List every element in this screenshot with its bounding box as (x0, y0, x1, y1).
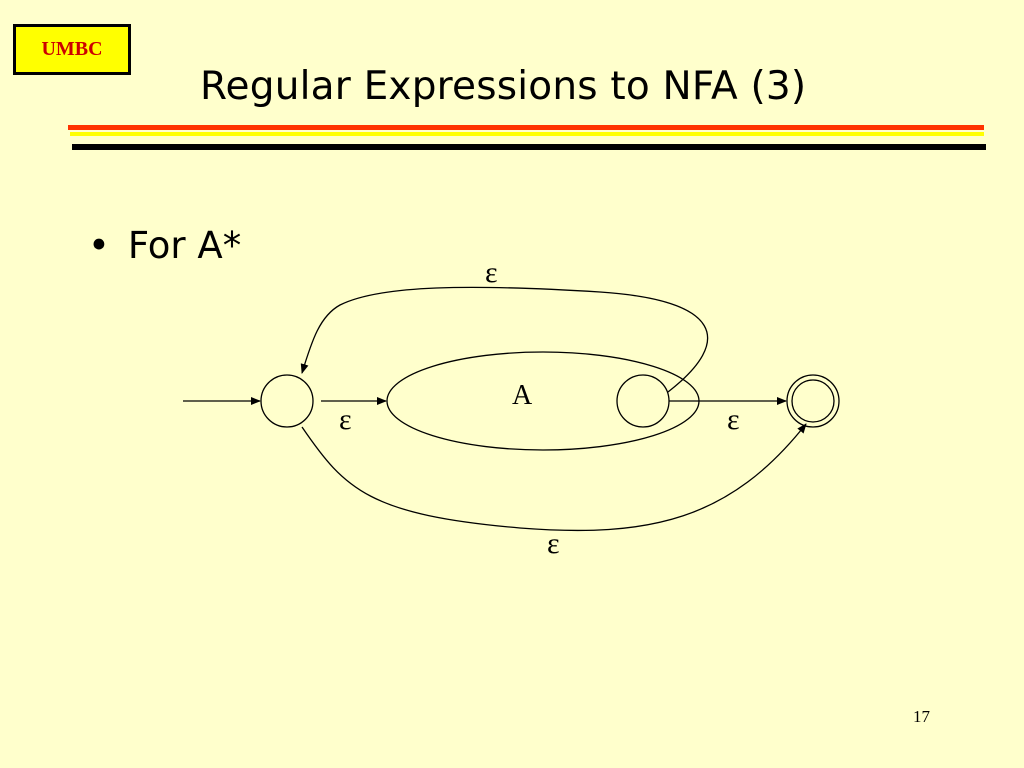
bullet-marker: • (88, 224, 110, 267)
bullet-item: • For A* (88, 224, 241, 267)
edge-loop-back (300, 286, 709, 393)
label-inner-to-accept: ε (727, 403, 740, 436)
title-rule-black (72, 144, 986, 150)
label-loop-back: ε (485, 256, 498, 289)
inner-nfa-ellipse (386, 351, 700, 451)
label-start-to-inner: ε (339, 403, 352, 436)
accept-state-inner (791, 379, 835, 423)
slide-title: Regular Expressions to NFA (3) (200, 64, 807, 109)
bullet-text: For A* (127, 224, 242, 267)
edge-skip (301, 423, 807, 532)
label-skip: ε (547, 527, 560, 560)
accept-state-outer (786, 374, 840, 428)
page-number: 17 (913, 707, 930, 726)
inner-final-state (616, 374, 670, 428)
umbc-logo: UMBC (13, 24, 131, 75)
start-state (260, 374, 314, 428)
title-rule-red (68, 125, 984, 130)
inner-nfa-label: A (512, 380, 533, 411)
title-rule-yellow (70, 132, 984, 136)
logo-text: UMBC (41, 38, 103, 60)
